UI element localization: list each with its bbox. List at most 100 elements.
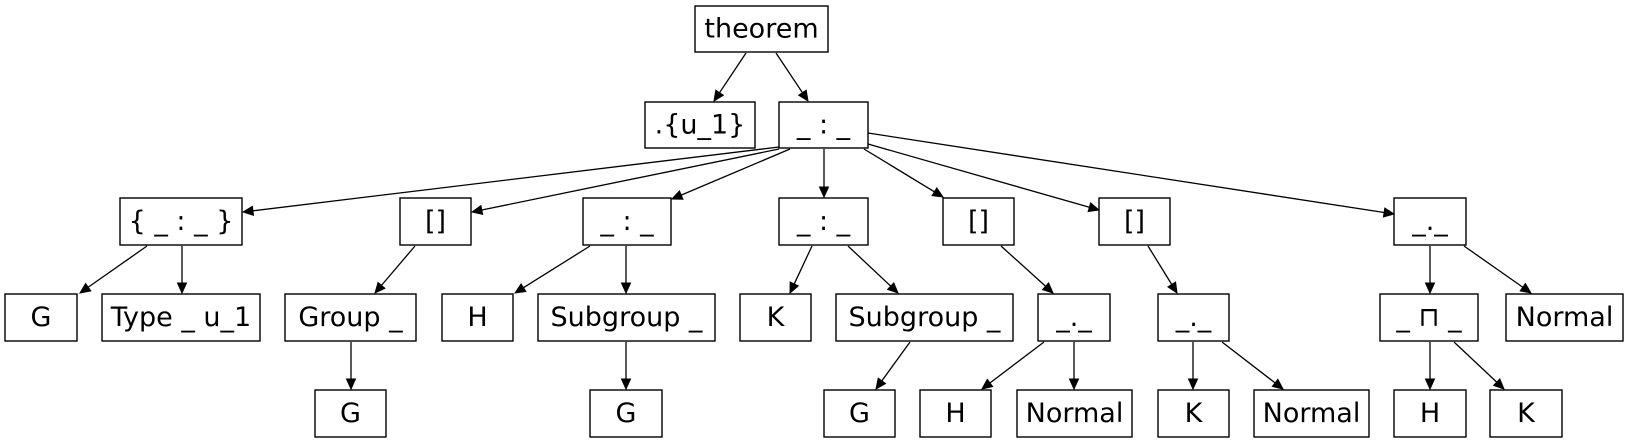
node-k: K: [1157, 389, 1230, 438]
edge-line: [1147, 245, 1173, 285]
node-box: [644, 101, 756, 149]
edge-n6-n16: [847, 245, 899, 294]
node-label: []: [1124, 206, 1145, 237]
edge-line: [989, 341, 1045, 384]
arrowhead-icon: [789, 281, 800, 295]
edge-n0-n1: [713, 52, 747, 103]
node-label: H: [1420, 398, 1440, 429]
edge-line: [719, 52, 747, 94]
node-label: Normal: [1516, 302, 1614, 333]
edge-line: [793, 245, 813, 285]
node-box: [1379, 293, 1479, 342]
edge-n5-n13: [513, 245, 591, 294]
node-label: Type _ u_1: [110, 302, 251, 333]
node-op: _ : _: [778, 197, 869, 246]
edge-line: [1000, 245, 1047, 287]
node-box: [441, 293, 514, 342]
node-label: { _ : _ }: [129, 206, 234, 237]
node-label: G: [340, 398, 361, 429]
edge-line: [1453, 341, 1498, 383]
arrowhead-icon: [470, 204, 484, 216]
edge-n7-n17: [1000, 245, 1054, 294]
edge-line: [863, 148, 935, 193]
edge-n4-n12: [374, 245, 416, 294]
node-box: [4, 293, 78, 342]
node-label: []: [968, 206, 989, 237]
node-op: []: [942, 197, 1015, 246]
edge-line: [867, 132, 1385, 214]
node-label: _._: [1411, 206, 1448, 237]
arrowhead-icon: [886, 281, 899, 294]
arrowhead-icon: [79, 282, 92, 294]
arrowhead-icon: [345, 378, 357, 391]
node-g: G: [823, 389, 896, 438]
arrowhead-icon: [1519, 282, 1532, 294]
node-g: G: [589, 389, 663, 438]
edge-line: [775, 52, 803, 94]
node-label: theorem: [704, 14, 818, 45]
edge-n2-n5: [670, 148, 791, 200]
arrowhead-icon: [931, 187, 945, 198]
edge-n3-n11: [176, 246, 188, 295]
node-box: [589, 389, 663, 438]
arrowhead-icon: [1382, 207, 1396, 218]
node-box: [537, 293, 716, 342]
edge-n2-n3: [241, 146, 780, 216]
edge-line: [481, 148, 780, 211]
edge-line: [252, 146, 780, 212]
node-h: H: [441, 293, 514, 342]
node-label: _ : _: [599, 206, 654, 237]
edge-n9-n20: [1463, 245, 1532, 294]
arrowhead-icon: [1424, 282, 1436, 295]
node-label: G: [31, 302, 52, 333]
edge-line: [1463, 245, 1524, 288]
node-box: [1098, 197, 1171, 246]
node-label: Group _: [298, 302, 403, 333]
edge-line: [867, 143, 1090, 208]
node-label: K: [1185, 398, 1204, 429]
arrowhead-icon: [797, 89, 809, 103]
node-label: G: [616, 398, 637, 429]
node-box: [119, 197, 243, 246]
node-box: [778, 197, 869, 246]
node-label: _._: [1175, 302, 1212, 333]
arrowhead-icon: [713, 89, 725, 103]
node-label: Normal: [1026, 398, 1124, 429]
node-op: _._: [1393, 197, 1467, 246]
arrowhead-icon: [818, 186, 830, 199]
node-box: [582, 197, 672, 246]
node-group: Group _: [284, 293, 417, 342]
edge-n2-n6: [818, 149, 830, 199]
edge-n6-n15: [789, 245, 813, 295]
arrowhead-icon: [176, 282, 188, 295]
node-op: []: [399, 197, 472, 246]
arrowhead-icon: [875, 377, 887, 390]
node-box: [1157, 293, 1230, 342]
node-normal: Normal: [1253, 389, 1370, 438]
node-box: [778, 101, 869, 149]
edge-line: [881, 341, 911, 382]
node-box: [1393, 389, 1467, 438]
node-op: { _ : _ }: [119, 197, 243, 246]
edge-n2-n4: [470, 148, 780, 216]
node-label: _ : _: [796, 110, 851, 141]
node-box: [399, 197, 472, 246]
node-box: [942, 197, 1015, 246]
node-box: [823, 389, 896, 438]
node-label: _._: [1055, 302, 1092, 333]
node-box: [1489, 389, 1563, 438]
node-label: K: [767, 302, 786, 333]
arrowhead-icon: [1271, 378, 1284, 390]
arrowhead-icon: [1424, 378, 1436, 391]
edge-n14-n22: [620, 342, 632, 391]
arrowhead-icon: [981, 378, 994, 390]
node-theorem: theorem: [694, 5, 829, 53]
edge-n19-n28: [1424, 342, 1436, 391]
edge-line: [1221, 341, 1276, 384]
edges: [79, 52, 1532, 391]
edge-n18-n27: [1221, 341, 1284, 390]
node-op: []: [1098, 197, 1171, 246]
edge-n2-n9: [867, 132, 1396, 218]
node-k: K: [1489, 389, 1563, 438]
